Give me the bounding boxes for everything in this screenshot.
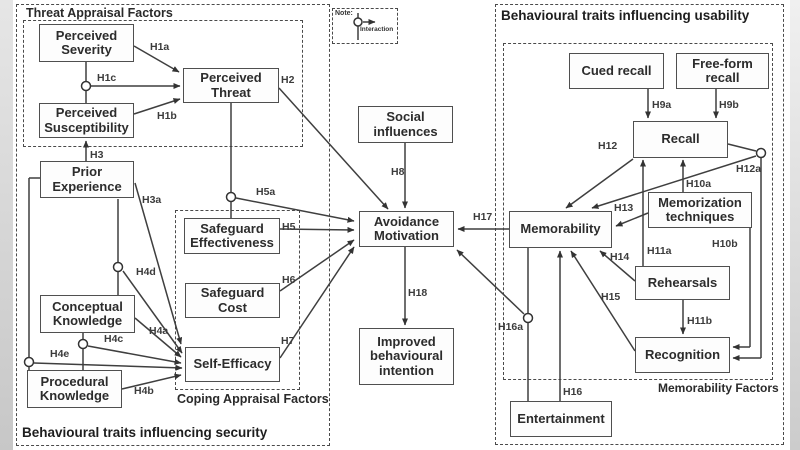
interaction-legend-icon [353,17,363,27]
node-recall: Recall [633,121,728,158]
group-security-title: Behavioural traits influencing security [22,425,268,440]
group-coping-appraisal-frame [175,210,300,390]
node-improved-behavioural-intention: Improved behavioural intention [359,328,454,385]
edge-label-h1a: H1a [150,41,170,53]
edge-label-h7: H7 [281,335,295,347]
node-rehearsals: Rehearsals [635,266,730,300]
edge-label-h2: H2 [281,74,295,86]
node-self-efficacy: Self-Efficacy [185,347,280,382]
edge-label-h15: H15 [601,291,621,303]
node-memorization-techniques: Memorization techniques [648,192,752,228]
edge-label-h11a: H11a [647,245,672,257]
edge-label-h11b: H11b [687,315,713,327]
edge-label-h3a: H3a [142,194,162,206]
note-interaction-label: Interaction [360,26,394,33]
edge-label-h9a: H9a [652,99,672,111]
group-memorability-factors-title: Memorability Factors [658,381,779,395]
edge-label-h12: H12 [598,140,618,152]
node-avoidance-motivation: Avoidance Motivation [359,211,454,247]
note-legend-frame [332,8,398,44]
edge-label-h1c: H1c [97,72,117,84]
edge-label-h12a: H12a [736,163,762,175]
node-safeguard-cost: Safeguard Cost [185,283,280,318]
interaction-node-circles [23,17,767,368]
node-perceived-threat: Perceived Threat [183,68,279,103]
edge-label-h16a: H16a [498,321,524,333]
edge-label-h4e: H4e [50,348,70,360]
note-label: Note: [335,10,353,17]
group-coping-appraisal-title: Coping Appraisal Factors [177,392,329,406]
edge-label-h5: H5 [282,221,296,233]
node-recognition: Recognition [635,337,730,373]
node-conceptual-knowledge: Conceptual Knowledge [40,295,135,333]
group-security-frame [16,4,330,446]
node-prior-experience: Prior Experience [40,161,134,198]
group-threat-appraisal-title: Threat Appraisal Factors [26,6,173,20]
edge-label-h4a: H4a [149,325,169,337]
edge-label-h4d: H4d [136,266,156,278]
edge-label-h18: H18 [408,287,428,299]
node-entertainment: Entertainment [510,401,612,437]
node-memorability: Memorability [509,211,612,248]
edge-label-h16: H16 [563,386,583,398]
group-usability-frame [495,4,784,445]
edge-label-h6: H6 [282,274,296,286]
edge-label-h14: H14 [610,251,630,263]
node-procedural-knowledge: Procedural Knowledge [27,370,122,408]
node-perceived-severity: Perceived Severity [39,24,134,62]
node-cued-recall: Cued recall [569,53,664,89]
edge-label-h9b: H9b [719,99,739,111]
right-gray-margin [790,0,800,450]
edge-label-h17: H17 [473,211,493,223]
edge-label-h3: H3 [90,149,104,161]
node-safeguard-effectiveness: Safeguard Effectiveness [184,218,280,254]
left-gray-margin [0,0,13,450]
edge-label-h10b: H10b [712,238,738,250]
edge-label-h8: H8 [391,166,405,178]
node-social-influences: Social influences [358,106,453,143]
edge-label-h4c: H4c [104,333,124,345]
edge-label-h13: H13 [614,202,634,214]
node-perceived-susceptibility: Perceived Susceptibility [39,103,134,138]
edge-label-h10a: H10a [686,178,712,190]
group-memorability-factors-frame [503,43,773,380]
group-threat-appraisal-frame [23,20,303,147]
group-usability-title: Behavioural traits influencing usability [501,8,750,23]
edge-label-h4b: H4b [134,385,154,397]
edge-label-h1b: H1b [157,110,177,122]
edge-label-h5a: H5a [256,186,276,198]
node-free-form-recall: Free-form recall [676,53,769,89]
